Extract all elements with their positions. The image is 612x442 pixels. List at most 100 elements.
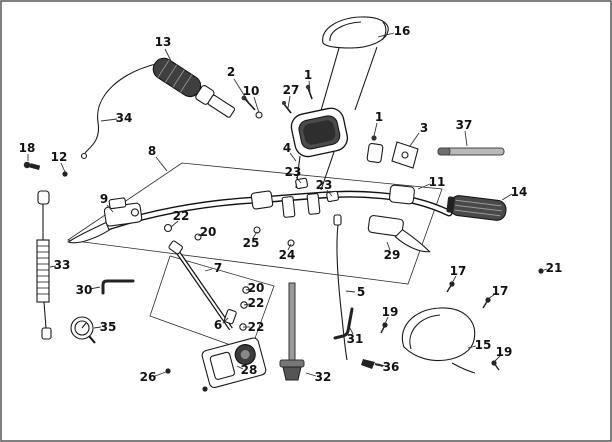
callout-15: 15 [475, 338, 492, 352]
leader-line-30 [89, 286, 101, 290]
leader-line-17 [451, 275, 457, 284]
leader-line-23 [326, 189, 333, 197]
leader-line-28 [236, 365, 244, 370]
leader-line-10 [253, 96, 260, 114]
callout-37: 37 [456, 118, 473, 132]
leader-line-12 [60, 162, 66, 173]
leader-line-35 [93, 326, 102, 329]
right-lever [367, 215, 431, 253]
hex-wrench-long [333, 307, 354, 340]
callout-13: 13 [155, 35, 172, 49]
leader-line-24 [287, 243, 292, 251]
dial-gauge [70, 316, 96, 344]
hex-wrench-short [101, 279, 135, 295]
callout-8: 8 [148, 144, 156, 158]
leader-line-5 [345, 290, 356, 293]
leader-line-1 [373, 122, 378, 137]
bar-end-rod [437, 147, 505, 156]
callout-25: 25 [243, 236, 260, 250]
leader-line-21 [540, 268, 548, 272]
bar-clamps [250, 177, 415, 218]
right-grip [446, 195, 507, 221]
left-lever [67, 197, 143, 244]
callout-10: 10 [243, 84, 260, 98]
callout-31: 31 [347, 332, 364, 346]
callout-36: 36 [383, 360, 400, 374]
leader-line-19 [384, 316, 389, 325]
callout-19: 19 [496, 345, 513, 359]
callout-16: 16 [394, 24, 411, 38]
callout-12: 12 [51, 150, 68, 164]
leader-line-34 [100, 118, 118, 122]
callout-27: 27 [283, 83, 300, 97]
leader-line-25 [252, 231, 258, 239]
lever-bracket [366, 141, 419, 169]
fasteners [23, 161, 544, 392]
callout-17: 17 [492, 284, 509, 298]
callout-17: 17 [450, 264, 467, 278]
callout-7: 7 [214, 261, 222, 275]
callout-6: 6 [214, 318, 222, 332]
leader-line-20 [245, 288, 252, 291]
callout-33: 33 [54, 258, 71, 272]
callout-26: 26 [140, 370, 157, 384]
callout-9: 9 [100, 192, 108, 206]
leader-line-11 [417, 183, 431, 190]
leader-line-36 [377, 363, 386, 367]
clamp-bolts [253, 226, 295, 247]
leader-line-14 [501, 193, 513, 201]
speedometer-cable [36, 190, 52, 340]
mirror-housing [401, 307, 476, 374]
leader-line-17 [487, 293, 496, 300]
leader-line-27 [287, 95, 291, 109]
callout-22: 22 [173, 209, 190, 223]
leader-line-19 [493, 355, 501, 363]
callout-24: 24 [279, 248, 296, 262]
callout-20: 20 [200, 225, 217, 239]
callout-3: 3 [420, 121, 428, 135]
callout-1: 1 [304, 68, 312, 82]
leader-line-32 [305, 372, 317, 377]
leader-line-1 [308, 80, 311, 93]
callout-18: 18 [19, 141, 36, 155]
leader-line-7 [204, 268, 213, 272]
leader-line-22 [243, 303, 251, 306]
callout-34: 34 [116, 111, 133, 125]
reference-outlines [66, 162, 443, 353]
leader-line-9 [106, 204, 114, 213]
throttle-cable [80, 62, 161, 160]
rear-cover [319, 16, 389, 115]
brake-cable [333, 214, 348, 361]
callout-5: 5 [357, 285, 365, 299]
leader-line-37 [464, 130, 468, 147]
callout-22: 22 [248, 320, 265, 334]
callout-11: 11 [429, 175, 446, 189]
leader-line-29 [386, 241, 391, 251]
leader-line-26 [154, 371, 167, 377]
callout-21: 21 [546, 261, 563, 275]
callout-35: 35 [100, 320, 117, 334]
callout-30: 30 [76, 283, 93, 297]
callout-23: 23 [285, 165, 302, 179]
brake-rod [279, 282, 305, 381]
callout-28: 28 [241, 363, 258, 377]
callout-19: 19 [382, 305, 399, 319]
leader-line-2 [233, 78, 250, 104]
leader-line-8 [155, 156, 168, 172]
leader-line-33 [49, 265, 57, 268]
linkage-rod [163, 223, 233, 331]
callout-20: 20 [248, 281, 265, 295]
callout-14: 14 [511, 185, 528, 199]
leader-line-20 [197, 233, 204, 237]
leader-line-4 [289, 152, 297, 162]
leader-line-23 [295, 176, 302, 184]
callout-1: 1 [375, 110, 383, 124]
leader-line-13 [164, 48, 173, 64]
leader-line-3 [409, 132, 420, 147]
leader-line-31 [349, 327, 354, 335]
callout-2: 2 [227, 65, 235, 79]
